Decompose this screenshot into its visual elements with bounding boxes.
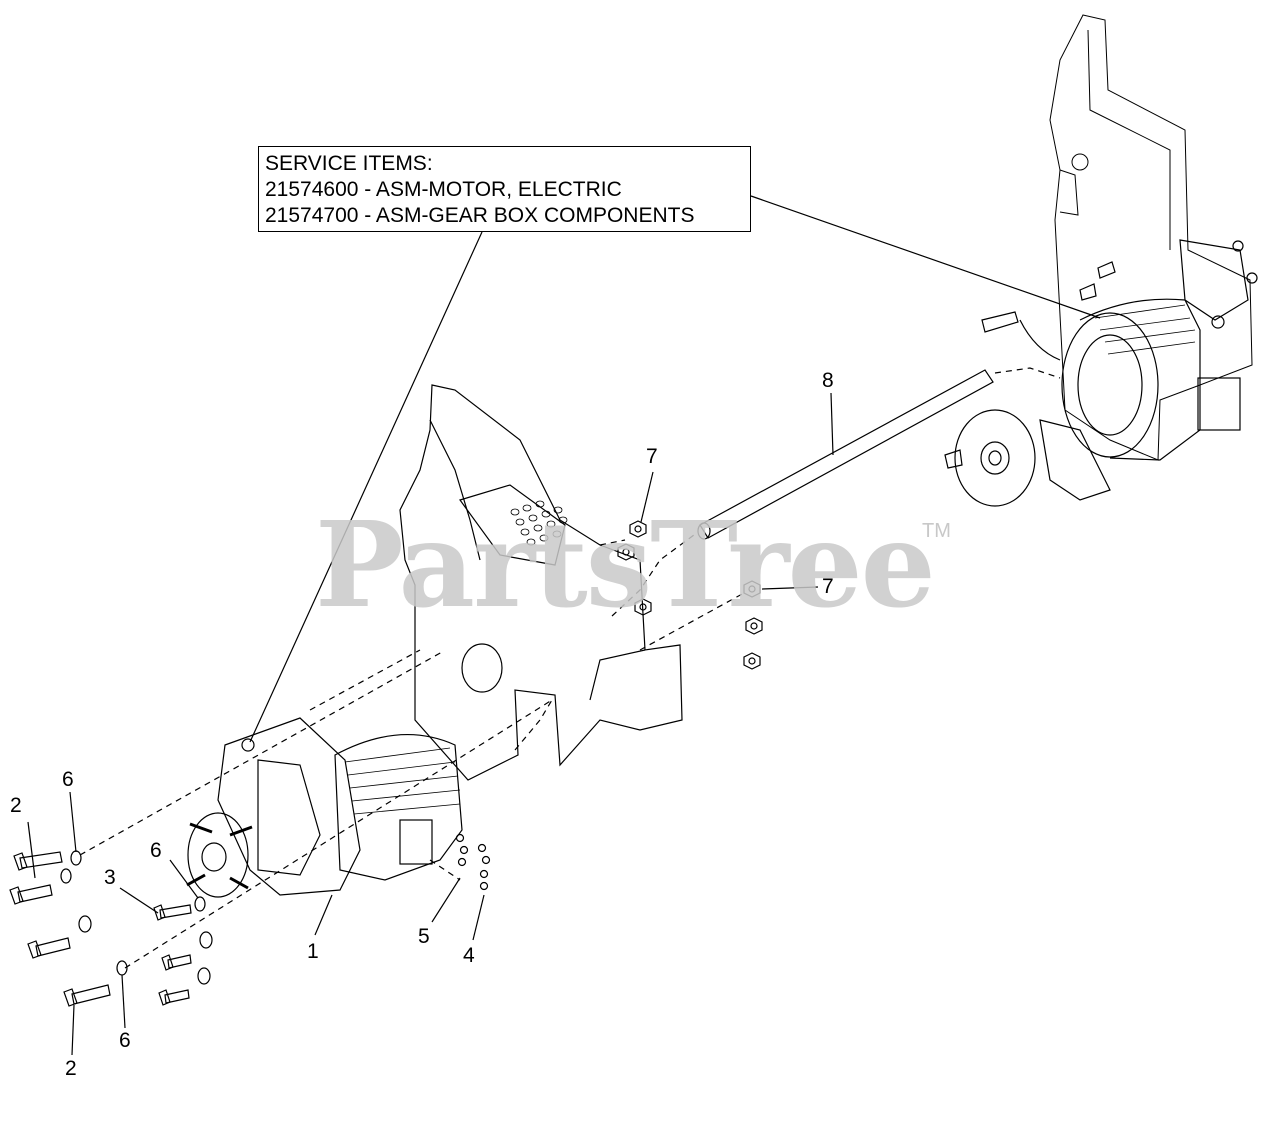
callout-8: 8 — [822, 369, 834, 392]
callout-4: 4 — [463, 944, 475, 967]
left-motor-gearbox — [186, 717, 463, 898]
alignment-dashes — [79, 367, 1061, 969]
service-items-heading: SERVICE ITEMS: — [265, 152, 433, 175]
frame-hole-pattern — [510, 500, 568, 546]
hex-nuts-upper — [617, 520, 652, 616]
right-brake-assembly — [944, 311, 1111, 507]
leader-7a — [640, 471, 654, 523]
service-item-motor: 21574600 - ASM-MOTOR, ELECTRIC — [265, 178, 622, 201]
leader-8 — [830, 392, 834, 456]
leader-7b — [761, 586, 819, 590]
callout-2-lower: 2 — [65, 1057, 77, 1080]
callout-6-lower: 6 — [119, 1029, 131, 1052]
callout-2-upper: 2 — [10, 794, 22, 817]
callout-leaders — [27, 195, 1101, 1056]
right-frame-plate — [1049, 14, 1253, 461]
service-items-callout: SERVICE ITEMS: 21574600 - ASM-MOTOR, ELE… — [258, 146, 751, 232]
callout-6-middle: 6 — [150, 839, 162, 862]
callout-3: 3 — [104, 866, 116, 889]
bolts-and-washers — [9, 833, 491, 1007]
watermark-trademark: TM — [922, 520, 951, 542]
callout-5: 5 — [418, 925, 430, 948]
callout-1: 1 — [307, 940, 319, 963]
right-motor — [1061, 239, 1258, 461]
hex-nuts-lower — [743, 580, 763, 670]
service-item-gearbox: 21574700 - ASM-GEAR BOX COMPONENTS — [265, 204, 695, 227]
center-frame-plate — [399, 384, 683, 781]
callout-7-upper: 7 — [646, 445, 658, 468]
callout-7-lower: 7 — [822, 575, 834, 598]
axle-shaft — [697, 369, 994, 540]
callout-6-upper: 6 — [62, 768, 74, 791]
